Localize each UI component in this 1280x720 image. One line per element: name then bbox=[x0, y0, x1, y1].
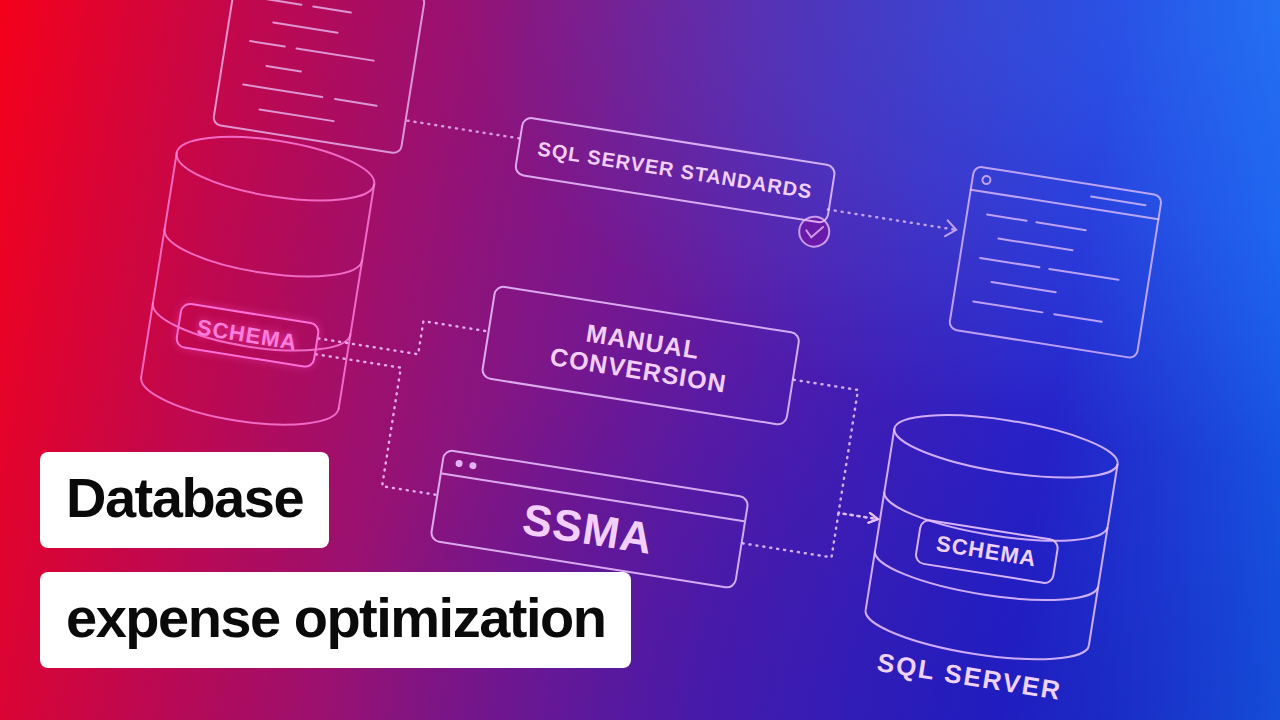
check-mark bbox=[805, 224, 823, 238]
window-dot bbox=[455, 459, 463, 467]
arrow-chevron bbox=[945, 220, 957, 237]
document-icon bbox=[949, 166, 1162, 359]
check-circle bbox=[797, 215, 831, 249]
schema-tag: SCHEMA bbox=[174, 301, 320, 368]
node-label: SQL SERVER STANDARDS bbox=[536, 137, 814, 203]
schema-tag: SCHEMA bbox=[913, 518, 1059, 585]
node-label: SSMA bbox=[519, 494, 656, 564]
node-label: SCHEMA bbox=[934, 531, 1038, 573]
dotted-wire bbox=[408, 121, 522, 139]
window-dot bbox=[469, 462, 477, 470]
title-tag: Database bbox=[40, 452, 329, 548]
dotted-wire bbox=[828, 210, 954, 230]
database-cylinder: SQL SERVERSCHEMA bbox=[859, 401, 1124, 674]
tool-window: SSMA bbox=[429, 448, 750, 589]
node-label: SCHEMA bbox=[195, 314, 299, 356]
process-box: MANUAL CONVERSION bbox=[480, 284, 801, 426]
title-tag: expense optimization bbox=[40, 572, 631, 668]
dotted-connector bbox=[318, 305, 487, 364]
dotted-connector bbox=[774, 380, 897, 519]
document-lines bbox=[240, 0, 391, 127]
cylinder-outline bbox=[859, 401, 1124, 674]
dotted-connector bbox=[743, 499, 878, 564]
database-cylinder bbox=[137, 125, 379, 436]
node-label: MANUAL CONVERSION bbox=[528, 310, 754, 402]
document-icon bbox=[213, 0, 426, 154]
standards-box: SQL SERVER STANDARDS bbox=[513, 116, 836, 225]
